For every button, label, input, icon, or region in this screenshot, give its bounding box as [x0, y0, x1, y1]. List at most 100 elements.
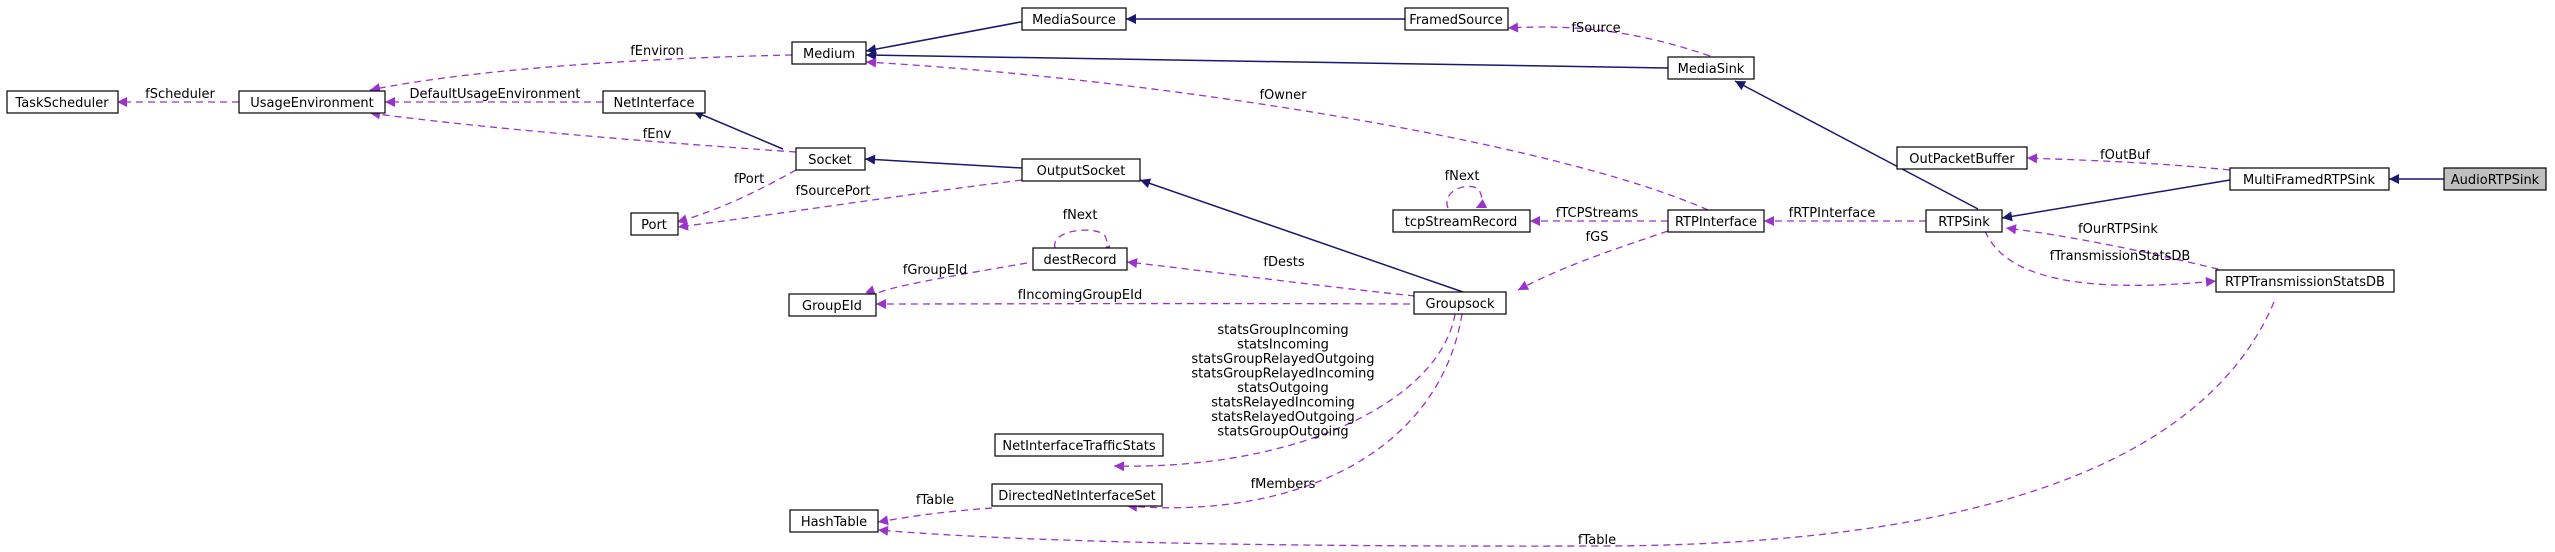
edge-label-ftable-left: fTable [916, 493, 954, 508]
edge-fnext-dest [1054, 229, 1111, 255]
label-groupsock: Groupsock [1426, 297, 1495, 312]
edge-foutbuf [2026, 153, 2231, 171]
node-audiortpsink[interactable] [2443, 167, 2547, 191]
edge-ftransmissionstatsdb [1984, 230, 2217, 287]
edge-label-fsourceport: fSourcePort [796, 184, 871, 199]
node-directednetinterfaceset[interactable] [991, 483, 1163, 507]
edge-label-stats-group: statsGroupIncomingstatsIncomingstatsGrou… [1191, 323, 1374, 440]
label-usageenvironment: UsageEnvironment [250, 96, 374, 111]
edge-label-ftcpstreams: fTCPStreams [1556, 206, 1639, 221]
label-destrecord: destRecord [1043, 253, 1116, 268]
edge-label-fourrtpsink: fOurRTPSink [2078, 222, 2158, 237]
node-netinterfacetrafficstats[interactable] [994, 433, 1164, 457]
edge-fmembers [1126, 313, 1463, 512]
edge-label-fnext-dest: fNext [1063, 208, 1098, 223]
edge-ftable-left [877, 507, 993, 526]
edge-label-fdests: fDests [1263, 255, 1304, 270]
node-taskscheduler[interactable] [6, 90, 119, 114]
edge-label-fscheduler: fScheduler [145, 87, 215, 102]
edge-label-fgroupeid: fGroupEId [903, 263, 967, 278]
node-groupsock[interactable] [1413, 291, 1507, 315]
label-netinterface: NetInterface [613, 96, 694, 111]
edge-label-stats-line: statsRelayedOutgoing [1211, 410, 1355, 425]
label-directednetinterfaceset: DirectedNetInterfaceSet [998, 489, 1156, 504]
node-rtpsink[interactable] [1925, 209, 2003, 233]
node-rtptransmissionstatsdb[interactable] [2215, 269, 2395, 293]
label-groupeid: GroupEId [802, 299, 862, 314]
label-outpacketbuffer: OutPacketBuffer [1909, 152, 2015, 167]
label-taskscheduler: TaskScheduler [14, 96, 109, 111]
edge-label-fenv: fEnv [643, 127, 672, 142]
node-framedsource[interactable] [1404, 7, 1509, 31]
edge-label-default-usage-environment: DefaultUsageEnvironment [409, 87, 580, 102]
edge-label-fmembers: fMembers [1251, 477, 1316, 492]
label-multiframedrtpsink: MultiFramedRTPSink [2243, 173, 2376, 188]
edge-fenviron [369, 54, 793, 93]
edge-outputsocket-to-socket [864, 154, 1023, 169]
node-usageenvironment[interactable] [238, 90, 386, 114]
edge-fsourceport [677, 179, 1023, 231]
label-mediasource: MediaSource [1032, 13, 1116, 28]
node-multiframedrtpsink[interactable] [2229, 167, 2390, 191]
edge-fourrtpsink [2005, 224, 2231, 273]
edge-fgs [1517, 230, 1669, 291]
label-mediasink: MediaSink [1678, 62, 1745, 77]
label-outputsocket: OutputSocket [1037, 164, 1126, 179]
edge-labels: fScheduler fEnviron DefaultUsageEnvironm… [145, 21, 2190, 548]
edge-label-stats-line: statsOutgoing [1237, 381, 1329, 396]
edge-fdests [1126, 258, 1416, 297]
node-destrecord[interactable] [1032, 247, 1128, 271]
edge-label-fowner: fOwner [1259, 88, 1307, 103]
edge-label-fnext-tcp: fNext [1445, 169, 1480, 184]
label-netinterfacetrafficstats: NetInterfaceTrafficStats [1002, 439, 1155, 454]
label-audiortpsink: AudioRTPSink [2451, 173, 2540, 188]
label-rtptransmissionstatsdb: RTPTransmissionStatsDB [2225, 275, 2385, 290]
edge-label-stats-line: statsGroupIncoming [1217, 323, 1348, 338]
edge-label-ftransmissionstatsdb: fTransmissionStatsDB [2050, 249, 2191, 264]
label-socket: Socket [808, 153, 852, 168]
node-netinterface[interactable] [602, 90, 706, 114]
label-port: Port [641, 218, 667, 233]
label-tcpstreamrecord: tcpStreamRecord [1405, 215, 1517, 230]
node-port[interactable] [630, 212, 679, 236]
edge-label-stats-line: statsRelayedIncoming [1211, 396, 1355, 411]
label-hashtable: HashTable [801, 515, 867, 530]
edge-label-stats-line: statsGroupRelayedOutgoing [1191, 352, 1374, 367]
edge-groupsock-to-outputsocket [1139, 178, 1464, 293]
edge-label-stats-line: statsIncoming [1237, 338, 1329, 353]
edge-mediasink-to-medium [865, 50, 1669, 69]
edge-fsource [1507, 22, 1711, 57]
edge-fport [676, 169, 797, 225]
nodes [6, 7, 2547, 533]
edge-multiframed-to-rtpsink [2001, 179, 2231, 222]
edge-fgroupeid [865, 262, 1028, 297]
node-tcpstreamrecord[interactable] [1392, 209, 1531, 233]
node-mediasink[interactable] [1667, 56, 1755, 80]
label-medium: Medium [803, 47, 855, 62]
node-mediasource[interactable] [1021, 7, 1127, 31]
edge-label-fgs: fGS [1586, 230, 1609, 245]
edge-label-fport: fPort [734, 172, 764, 187]
node-labels: TaskScheduler UsageEnvironment Medium Ne… [14, 13, 2539, 530]
edge-socket-to-netinterface [692, 110, 784, 150]
node-outpacketbuffer[interactable] [1896, 146, 2028, 170]
node-medium[interactable] [791, 41, 867, 65]
edge-label-ftable-bottom: fTable [1578, 533, 1616, 548]
node-socket[interactable] [795, 147, 866, 171]
edge-ftable-bottom [877, 301, 2275, 547]
node-groupeid[interactable] [788, 293, 877, 317]
edge-label-fincominggroupeid: fIncomingGroupEId [1018, 288, 1142, 303]
label-rtpinterface: RTPInterface [1675, 215, 1757, 230]
edge-label-foutbuf: fOutBuf [2100, 148, 2150, 163]
label-framedsource: FramedSource [1409, 13, 1502, 28]
node-hashtable[interactable] [789, 509, 879, 533]
edge-fenv [369, 109, 797, 153]
edge-fowner [865, 57, 1709, 211]
edge-label-stats-line: statsGroupRelayedIncoming [1191, 367, 1374, 382]
edge-label-fenviron: fEnviron [630, 44, 684, 59]
edge-fnext-tcp [1446, 185, 1488, 209]
node-outputsocket[interactable] [1021, 158, 1141, 182]
inheritance-edges [692, 14, 2444, 293]
node-rtpinterface[interactable] [1667, 209, 1765, 233]
